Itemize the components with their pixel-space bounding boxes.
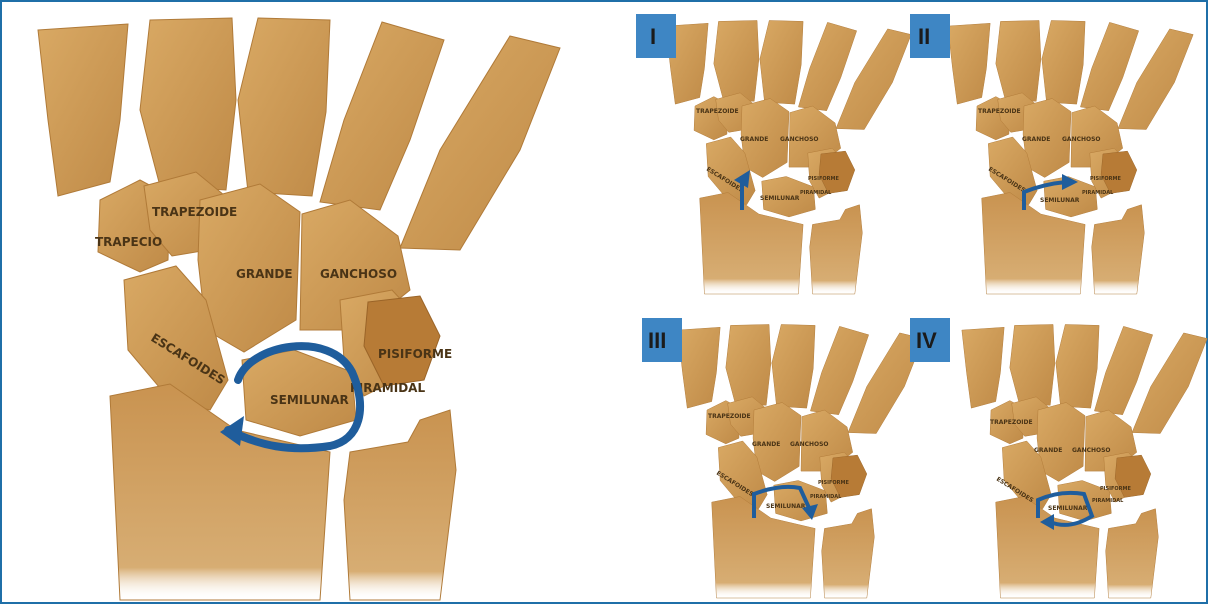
stage-1-badge-label: I — [650, 24, 656, 49]
stage-4-bones — [962, 324, 1207, 598]
stage-2-label-pisiforme: PISIFORME — [1090, 176, 1121, 182]
stage-3-label-semilunar: SEMILUNAR — [766, 503, 806, 510]
stage-2-bones — [948, 20, 1193, 294]
stage-3-bones — [678, 324, 923, 598]
stage-2-label-semilunar: SEMILUNAR — [1040, 197, 1080, 204]
stage-2-label-ganchoso: GANCHOSO — [1062, 136, 1101, 143]
label-pisiforme: PISIFORME — [378, 347, 452, 361]
stage-panel-3: III TRAPEZOIDE GRANDE GANCHOSO ESCAFOIDE… — [642, 318, 923, 598]
stage-4-label-grande: GRANDE — [1034, 447, 1062, 454]
main-wrist-bones — [38, 18, 560, 600]
stage-2-label-piramidal: PIRAMIDAL — [1082, 190, 1114, 196]
stage-4-label-trapezoide: TRAPEZOIDE — [990, 419, 1033, 426]
label-trapezoide: TRAPEZOIDE — [152, 205, 237, 219]
stage-2-badge-label: II — [918, 24, 930, 49]
stage-3-label-piramidal: PIRAMIDAL — [810, 494, 842, 500]
stage-panel-1: I TRAPEZOIDE GRANDE GANCHOSO ESCAFOIDES … — [636, 14, 911, 294]
stage-1-label-ganchoso: GANCHOSO — [780, 136, 819, 143]
stage-2-label-trapezoide: TRAPEZOIDE — [978, 108, 1021, 115]
label-trapecio: TRAPECIO — [95, 235, 162, 249]
label-ganchoso: GANCHOSO — [320, 267, 397, 281]
stage-4-label-semilunar: SEMILUNAR — [1048, 505, 1088, 512]
stage-1-bones — [666, 20, 911, 294]
stage-3-label-ganchoso: GANCHOSO — [790, 441, 829, 448]
stage-1-label-trapezoide: TRAPEZOIDE — [696, 108, 739, 115]
stage-3-label-trapezoide: TRAPEZOIDE — [708, 413, 751, 420]
stage-3-label-pisiforme: PISIFORME — [818, 480, 849, 486]
stage-panel-2: II TRAPEZOIDE GRANDE GANCHOSO ESCAFOIDES… — [910, 14, 1193, 294]
label-semilunar: SEMILUNAR — [270, 393, 349, 407]
main-wrist: TRAPECIO TRAPEZOIDE GRANDE GANCHOSO ESCA… — [38, 18, 560, 600]
stage-4-label-ganchoso: GANCHOSO — [1072, 447, 1111, 454]
stage-3-badge-label: III — [648, 328, 666, 353]
stage-4-label-piramidal: PIRAMIDAL — [1092, 498, 1124, 504]
stage-1-label-piramidal: PIRAMIDAL — [800, 190, 832, 196]
stage-1-label-semilunar: SEMILUNAR — [760, 195, 800, 202]
stage-2-label-grande: GRANDE — [1022, 136, 1050, 143]
stage-4-label-pisiforme: PISIFORME — [1100, 486, 1131, 492]
stage-panel-4: IV TRAPEZOIDE GRANDE GANCHOSO ESCAFOIDES… — [910, 318, 1207, 598]
stage-3-label-grande: GRANDE — [752, 441, 780, 448]
label-grande: GRANDE — [236, 267, 293, 281]
stage-1-label-pisiforme: PISIFORME — [808, 176, 839, 182]
stage-1-label-grande: GRANDE — [740, 136, 768, 143]
stage-4-badge-label: IV — [916, 328, 937, 353]
